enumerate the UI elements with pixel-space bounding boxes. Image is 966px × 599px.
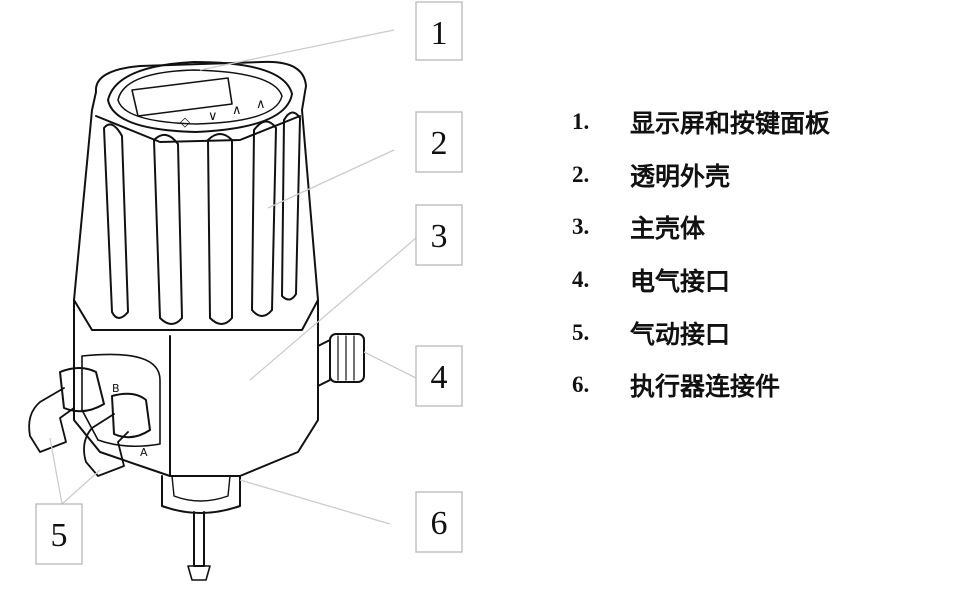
legend-label: 执行器连接件 [630,374,781,402]
actuator-connector [161,475,241,514]
actuator-stem [193,511,205,567]
panel-key: ∧ [232,103,242,118]
callout-number: 5 [51,517,68,554]
housing-rib-4 [251,120,277,317]
legend-label: 显示屏和按键面板 [630,111,831,139]
housing-facet [95,115,301,143]
legend-item: 2. 透明外壳 [572,149,830,202]
legend-number: 2. [572,161,590,187]
callout-1: 1 [415,1,463,61]
display-screen [131,77,233,117]
housing-rib-3 [207,133,233,325]
main-body [73,299,319,477]
housing-rib-5 [281,111,301,301]
legend-item: 6. 执行器连接件 [572,359,830,412]
legend-item: 1. 显示屏和按键面板 [572,96,830,149]
callout-6: 6 [415,491,463,553]
callout-number: 6 [431,505,448,542]
body-pocket [81,353,161,448]
callout-5: 5 [35,503,83,565]
parts-legend: 1. 显示屏和按键面板 2. 透明外壳 3. 主壳体 4. 电气接口 5. 气动接口 6.… [572,96,830,412]
callout-4: 4 [415,345,463,407]
leader-line-3 [249,237,417,381]
callout-2: 2 [415,111,463,173]
callout-number: 1 [431,15,448,52]
transparent-housing [73,60,319,331]
legend-number: 4. [572,267,590,293]
housing-rib-1 [103,123,129,319]
legend-item: 5. 气动接口 [572,306,830,359]
legend-number: 1. [572,109,590,135]
leader-line-5a [49,437,63,505]
legend-number: 5. [572,319,590,345]
pneumatic-fitting-b [59,367,105,413]
panel-face [117,69,283,125]
legend-label: 透明外壳 [630,163,731,191]
leader-line-1 [199,29,395,71]
legend-label: 主壳体 [630,216,706,244]
legend-label: 气动接口 [630,321,731,349]
callout-number: 2 [431,125,448,162]
port-label-b: B [112,382,120,395]
panel-key: ◇ [180,115,190,130]
leader-line-4 [363,351,417,379]
port-label-a: A [140,446,148,459]
panel-key: ∧ [256,97,266,112]
connector-thread [329,333,365,383]
callout-3: 3 [415,204,463,266]
legend-number: 6. [572,372,590,398]
callout-number: 3 [431,218,448,255]
legend-item: 4. 电气接口 [572,254,830,307]
leader-line-5b [61,469,101,505]
panel-key: ∨ [208,109,218,124]
leader-line-2 [267,149,395,209]
pneumatic-fitting-a [111,392,151,439]
callout-number: 4 [431,359,448,396]
electrical-connector [317,339,331,387]
panel-bezel [107,61,293,133]
legend-item: 3. 主壳体 [572,201,830,254]
leader-line-6 [239,479,391,525]
legend-number: 3. [572,214,590,240]
legend-label: 电气接口 [630,269,731,297]
housing-rib-2 [153,133,183,325]
